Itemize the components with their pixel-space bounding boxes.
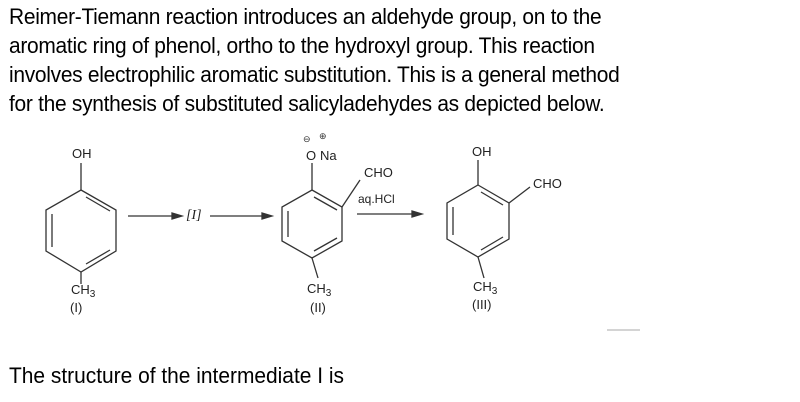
intro-line-1: Reimer-Tiemann reaction introduces an al… [9,4,602,29]
reaction-scheme: OH CH3 (I) [I] ⊖ ⊕ O Na CHO CH3 (II) aq.… [0,130,800,350]
intermediate-i-label: [I] [186,208,202,223]
compound-iii-ch: CH [473,279,492,294]
compound-iii-label: (III) [472,297,492,312]
anion-charge-icon: ⊖ [303,134,311,144]
compound-ii-sub: 3 [325,288,332,299]
compound-ii-na: Na [320,148,337,163]
cation-charge-icon: ⊕ [319,131,327,141]
compound-ii-ch: CH [307,281,326,296]
intro-line-4: for the synthesis of substituted salicyl… [9,91,605,116]
compound-i-ch: CH [71,282,90,297]
compound-ii-o: O [306,148,317,163]
compound-i-ch3: CH3 [71,283,95,300]
compound-ii-cho: CHO [364,165,393,180]
compound-i-label: (I) [70,300,83,315]
compound-ii-ring [281,163,361,279]
compound-iii-ring [446,160,531,279]
compound-iii-oh: OH [472,144,492,159]
compound-i-ring [45,163,117,284]
intro-line-3: involves electrophilic aromatic substitu… [9,62,620,87]
compound-iii-sub: 3 [491,286,498,297]
compound-ii-label: (II) [310,300,326,315]
reaction-arrow-2 [357,210,425,218]
compound-iii-cho: CHO [533,176,562,191]
intro-line-2: aromatic ring of phenol, ortho to the hy… [9,33,595,58]
compound-i-oh: OH [72,146,92,161]
reaction-scheme-drawing [45,160,640,331]
reaction-arrows-1 [128,212,275,220]
question-intro: Reimer-Tiemann reaction introduces an al… [9,2,744,118]
question-prompt: The structure of the intermediate I is [9,363,344,388]
compound-i-sub: 3 [89,289,96,300]
reagent-aq-hcl: aq.HCl [358,192,395,206]
compound-iii-ch3: CH3 [473,280,497,297]
compound-ii-ch3: CH3 [307,282,331,299]
